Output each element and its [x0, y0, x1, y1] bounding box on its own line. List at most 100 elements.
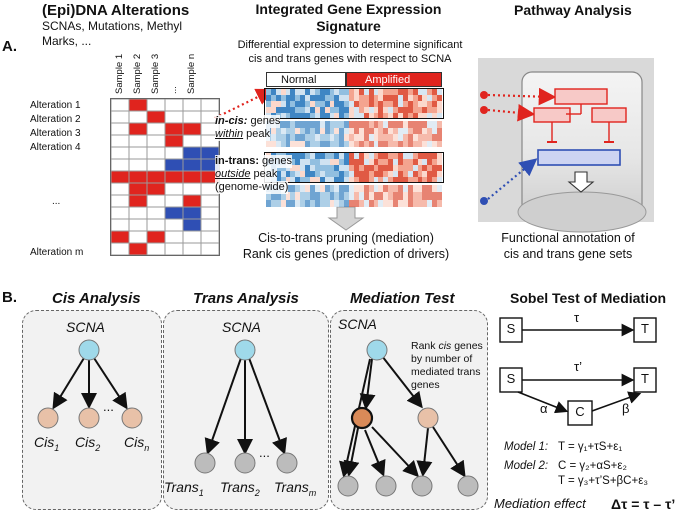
heatmap-cell	[402, 165, 409, 172]
leaf-label: Cis2	[75, 434, 101, 453]
heatmap-cell	[388, 101, 394, 108]
mediation-effect-label: Mediation effect	[494, 496, 586, 511]
heatmap-cell	[393, 171, 399, 178]
heatmap-cell	[398, 107, 404, 114]
heatmap-cell	[393, 185, 399, 193]
heatmap-cell	[305, 89, 311, 96]
heatmap-cell	[412, 153, 418, 160]
heatmap-cell	[393, 134, 399, 141]
heatmap-cell	[266, 101, 272, 108]
heatmap-cell	[290, 127, 296, 135]
matrix-cell	[165, 243, 183, 255]
heatmap-cell	[358, 177, 365, 184]
heatmap-cell	[349, 199, 355, 208]
heatmap-cell	[393, 159, 399, 166]
heatmap-cell	[427, 159, 433, 166]
heatmap-cell	[275, 165, 281, 172]
heatmap-cell	[388, 199, 394, 208]
heatmap-cell	[388, 153, 394, 160]
heatmap-cell	[285, 113, 291, 120]
heatmap-cell	[349, 89, 355, 96]
heatmap-cell	[383, 177, 389, 184]
heatmap-cell	[398, 101, 404, 108]
trans-edge-3	[248, 357, 287, 455]
heatmap-cell	[329, 171, 335, 178]
matrix-cell	[165, 183, 183, 195]
heatmap-cell	[402, 177, 409, 184]
matrix-cell	[129, 123, 147, 135]
heatmap-cell	[305, 165, 311, 172]
heatmap-cell	[437, 101, 443, 108]
sobel-c-label: C	[575, 404, 585, 419]
leaf-label: Cisn	[124, 434, 150, 453]
heatmap-cell	[270, 199, 277, 208]
heatmap-cell	[305, 171, 311, 178]
leaf-label: Cis1	[34, 434, 60, 453]
heatmap-cell	[300, 113, 306, 120]
cis-scna-node	[78, 339, 100, 361]
heatmap-cell	[305, 95, 311, 102]
heatmap-cell	[290, 185, 296, 193]
heatmap-cell	[437, 177, 443, 184]
heatmap-cell	[285, 140, 291, 148]
heatmap-cell	[324, 192, 330, 200]
matrix-cell	[165, 231, 183, 243]
heatmap-cell	[344, 192, 350, 200]
heatmap-cell	[314, 95, 321, 102]
heatmap-cell	[310, 101, 316, 108]
heatmap-cell	[339, 107, 345, 114]
in-trans-label-2: outside peak	[215, 168, 278, 181]
heatmap-cell	[275, 95, 281, 102]
heatmap-cell	[437, 165, 443, 172]
matrix-cell	[111, 207, 129, 219]
heatmap-cell	[329, 134, 335, 141]
heatmap-cell	[329, 177, 335, 184]
matrix-cell	[129, 195, 147, 207]
heatmap-cell	[402, 153, 409, 160]
heatmap-cell	[398, 192, 404, 200]
heatmap-cell	[398, 153, 404, 160]
heatmap-cell	[314, 107, 321, 114]
heatmap-cell	[305, 134, 311, 141]
pruning-down-arrow	[327, 206, 365, 231]
alteration-row-label: Alteration m	[30, 247, 84, 258]
heatmap-cell	[324, 89, 330, 96]
heatmap-cell	[314, 153, 321, 160]
heatmap-cell	[412, 140, 418, 148]
heatmap-cell	[295, 177, 301, 184]
heatmap-cell	[334, 127, 340, 135]
matrix-cell	[165, 219, 183, 231]
heatmap-cell	[290, 95, 296, 102]
mediation-test-title: Mediation Test	[350, 290, 455, 307]
heatmap-cell	[402, 159, 409, 166]
in-trans-text1: genes	[259, 155, 293, 167]
heatmap-cell	[354, 113, 360, 120]
heatmap-cell	[393, 89, 399, 96]
heatmap-cell	[354, 121, 360, 128]
sobel-t-label-1: T	[641, 321, 649, 336]
heatmap-cell	[422, 177, 428, 184]
matrix-cell	[111, 183, 129, 195]
heatmap-cell	[290, 153, 296, 160]
heatmap-cell	[388, 89, 394, 96]
red-dotted-arrow-2	[487, 104, 536, 122]
med-peach-node	[417, 407, 439, 429]
heatmap-cell	[310, 127, 316, 135]
matrix-cell	[129, 219, 147, 231]
heatmap-cell	[398, 121, 404, 128]
heatmap-cell	[310, 192, 316, 200]
heatmap-cell	[368, 159, 374, 166]
heatmap-cell	[417, 134, 423, 141]
heatmap-cell	[324, 127, 330, 135]
heatmap-cell	[402, 134, 409, 141]
model1-eq: T = γ₁+τS+ε₁	[558, 441, 623, 453]
heatmap-cell	[378, 140, 384, 148]
heatmap-cell	[290, 89, 296, 96]
heatmap-cell	[383, 95, 389, 102]
heatmap-cell	[324, 113, 330, 120]
heatmap-cell	[280, 192, 286, 200]
red-dot-1	[480, 91, 488, 99]
alteration-matrix	[110, 98, 220, 256]
heatmap-cell	[314, 127, 321, 135]
heatmap-cell	[368, 107, 374, 114]
